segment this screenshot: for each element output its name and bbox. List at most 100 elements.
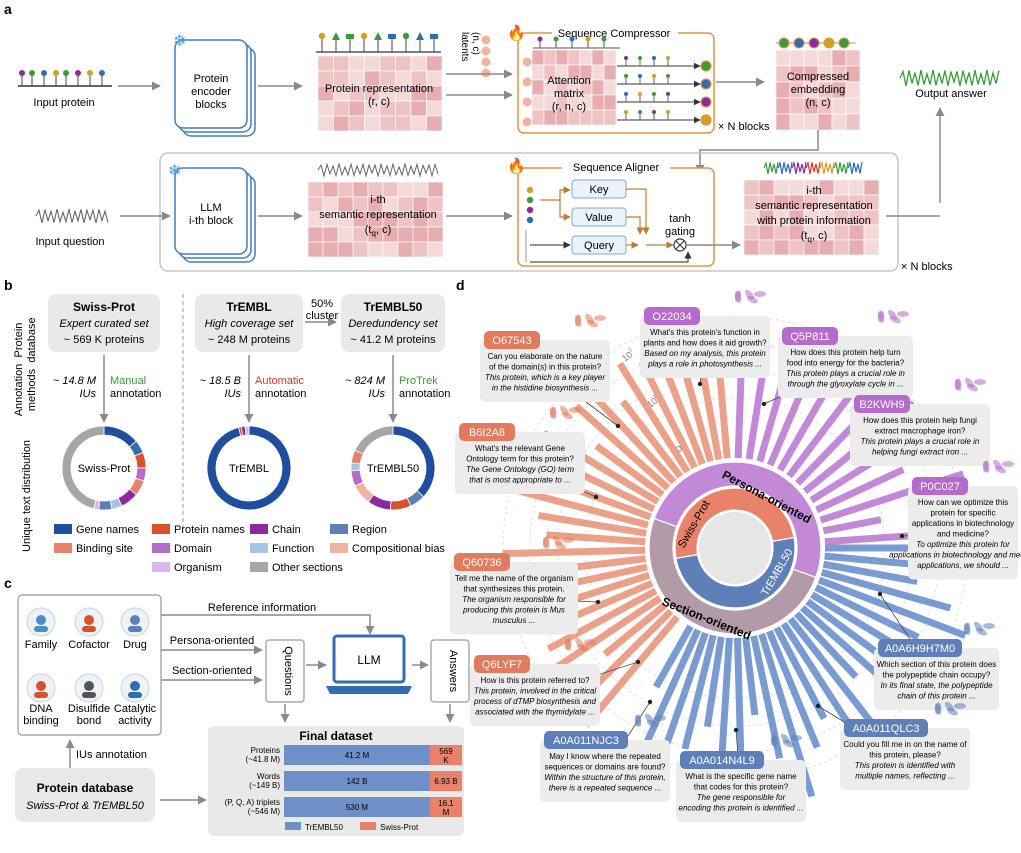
svg-text:41.2 M: 41.2 M <box>345 751 370 760</box>
answer-text: To optimize this protein for <box>916 540 1010 549</box>
ius-count: ~ 18.5 B <box>200 375 241 387</box>
answer-text: chain of this protein ... <box>897 692 975 701</box>
svg-text:6.93 B: 6.93 B <box>434 777 457 786</box>
protein-structure-icon <box>549 405 581 420</box>
questions-box: Questions <box>265 639 305 703</box>
question-text: applications in biotechnology <box>912 519 1014 528</box>
trainable-flame-icon: 🔥 <box>507 24 526 42</box>
protein-id: O67543 <box>492 335 531 347</box>
legend-item: Function <box>250 543 314 555</box>
svg-text:569: 569 <box>439 747 453 756</box>
svg-text:Sequence Aligner: Sequence Aligner <box>573 162 660 174</box>
drug-icon <box>120 607 150 637</box>
radial-bar <box>620 399 684 479</box>
legend-item: Organism <box>152 562 222 574</box>
answer-text: through the glyoxylate cycle in ... <box>787 380 903 389</box>
radial-bar <box>703 636 725 728</box>
ius-category-label: Family <box>25 639 58 651</box>
protein-id-badge <box>782 327 838 345</box>
radial-bar <box>822 516 882 535</box>
answer-text: applications in biotechnology and medica… <box>889 551 1021 560</box>
protein-id: B6I2A8 <box>469 427 505 439</box>
reference-information-label: Reference information <box>208 602 316 614</box>
answer-text: The organism responsible for <box>462 595 566 604</box>
llm-laptop-icon: LLM <box>326 634 412 694</box>
database-desc: Expert curated set <box>59 318 149 330</box>
protein-id-badge <box>878 639 962 657</box>
persona-ring <box>653 461 822 579</box>
radial-bar <box>512 486 649 529</box>
svg-text:tanh: tanh <box>669 213 690 225</box>
protein-encoder-blocks: Protein encoder blocks <box>174 39 256 137</box>
ring-segment <box>61 425 105 510</box>
section-ring <box>648 517 817 635</box>
ring-segment <box>98 499 113 511</box>
svg-text:Protein: Protein <box>194 73 229 85</box>
svg-text:Chain: Chain <box>272 524 301 536</box>
ius-category-label: Catalytic <box>114 703 157 715</box>
cluster-arrow: 50% cluster <box>305 298 339 327</box>
ring-segment <box>354 425 394 455</box>
svg-text:Answers: Answers <box>447 650 459 693</box>
latents: latents (n, c) <box>459 32 491 78</box>
radial-bar <box>815 466 905 514</box>
svg-text:Annotation: Annotation <box>13 364 25 417</box>
radial-bar <box>583 614 680 728</box>
annotation-method: Manual <box>110 375 146 387</box>
semantic-representation: i-th semantic representation (tq, c) <box>307 162 444 258</box>
svg-text:142 B: 142 B <box>347 777 368 786</box>
protein-structure-icon <box>934 701 966 716</box>
radial-bar <box>822 560 918 585</box>
radial-bar <box>817 576 967 639</box>
bar-swissprot <box>429 771 462 791</box>
svg-text:Protein: Protein <box>13 323 25 358</box>
ius-unit: IUs <box>225 388 242 400</box>
legend-item: Protein names <box>152 524 245 536</box>
radial-bar <box>742 636 759 716</box>
ius-category-label: bond <box>77 715 101 727</box>
radial-bar <box>653 624 694 689</box>
bar-trembl50 <box>284 771 430 791</box>
ring-segment <box>244 425 250 436</box>
question-text: Could you fill me in on the name of <box>843 740 967 749</box>
svg-text:Attention: Attention <box>547 75 590 87</box>
ring-segment <box>134 452 147 469</box>
svg-text:Function: Function <box>272 543 314 555</box>
output-answer-label: Output answer <box>915 88 987 100</box>
protein-structure-icon <box>542 535 574 550</box>
ius-annotation-label: IUs annotation <box>76 749 147 761</box>
bar-trembl50 <box>284 745 430 765</box>
answer-text: In its final state, the polypeptide <box>880 681 993 690</box>
question-text: How is this protein referred to? <box>481 676 590 685</box>
radial-bar <box>502 546 646 558</box>
answer-text: producing this protein is Mus <box>462 606 565 615</box>
family-icon <box>26 607 56 637</box>
chart-center <box>699 512 771 584</box>
svg-text:K: K <box>443 756 449 765</box>
protein-id-badge <box>454 553 510 571</box>
ius-unit: IUs <box>80 388 97 400</box>
answer-text: encoding this protein is identified ... <box>679 804 804 813</box>
panel-d-label: d <box>456 277 465 293</box>
semantic-representation-with-protein: i-th semantic representation with protei… <box>743 160 880 256</box>
svg-text:Other sections: Other sections <box>272 562 343 574</box>
output-answer-wave <box>899 69 1000 87</box>
legend-item: Chain <box>250 524 301 536</box>
answer-text: Within the structure of this protein, <box>544 773 665 782</box>
protein-id-badge <box>459 423 515 441</box>
annotation-method: Automatic <box>255 375 304 387</box>
protein-id: A0A014N4L9 <box>689 755 754 767</box>
protein-structure-icon <box>574 313 606 328</box>
legend-item: Other sections <box>250 562 343 574</box>
svg-text:(~546 M): (~546 M) <box>248 807 281 816</box>
svg-text:i-th: i-th <box>370 194 385 206</box>
protein-id: A0A011NJC3 <box>553 735 619 747</box>
annotation-method: ProTrek <box>399 375 438 387</box>
